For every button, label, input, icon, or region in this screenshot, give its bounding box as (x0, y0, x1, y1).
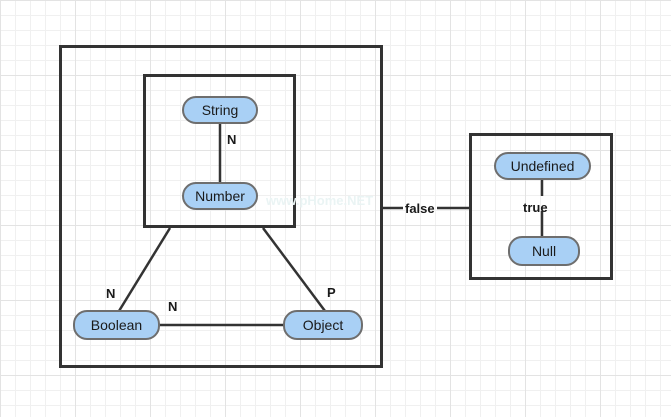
edge-label-string-number: N (227, 132, 237, 147)
edge-label-inner-boolean: N (106, 286, 116, 301)
container-inner-group (143, 74, 296, 228)
node-string[interactable]: String (182, 96, 258, 124)
container-outer-group (59, 45, 383, 368)
node-object[interactable]: Object (283, 310, 363, 340)
edge-label-outer-right: false (405, 201, 435, 216)
watermark-text: www.pHome.NET (266, 193, 374, 208)
edge-label-undefined-null: true (523, 200, 548, 215)
container-right-group (469, 133, 613, 280)
node-boolean[interactable]: Boolean (73, 310, 160, 340)
node-undefined[interactable]: Undefined (494, 152, 591, 180)
edge-label-inner-object: P (327, 285, 336, 300)
edge-label-boolean-object: N (168, 299, 178, 314)
node-number[interactable]: Number (182, 182, 258, 210)
node-null[interactable]: Null (508, 236, 580, 266)
